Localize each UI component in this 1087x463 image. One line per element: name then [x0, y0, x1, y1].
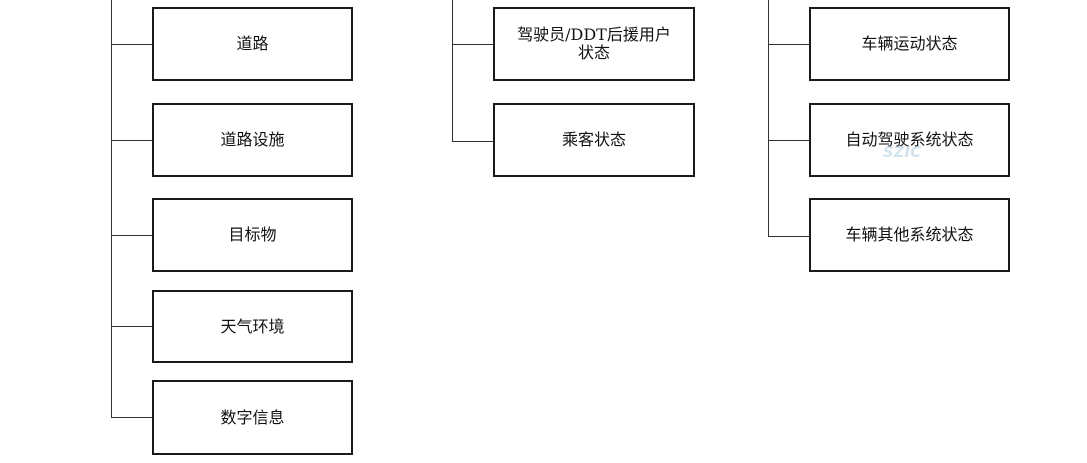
column-3-branch-3	[768, 236, 810, 237]
node-label: 车辆其他系统状态	[845, 225, 974, 244]
node-ads-state: 自动驾驶系统状态	[809, 103, 1010, 177]
column-3-trunk-line	[768, 0, 769, 237]
column-3-branch-1	[768, 44, 810, 45]
node-driver-ddt-fallback-state: 驾驶员/DDT后援用户状态	[493, 7, 695, 81]
node-digital-information: 数字信息	[152, 380, 353, 455]
column-1-trunk-line	[111, 0, 112, 418]
node-label: 道路	[236, 34, 269, 53]
column-1-branch-4	[111, 326, 153, 327]
node-label: 驾驶员/DDT后援用户状态	[517, 25, 671, 62]
column-3-branch-2	[768, 140, 810, 141]
node-weather-environment: 天气环境	[152, 290, 353, 363]
node-vehicle-motion-state: 车辆运动状态	[809, 7, 1010, 81]
node-label: 天气环境	[220, 316, 285, 336]
column-1-branch-5	[111, 417, 153, 418]
column-1-branch-1	[111, 44, 153, 45]
column-2-branch-1	[452, 44, 494, 45]
column-2-branch-2	[452, 141, 494, 142]
node-label: 道路设施	[220, 130, 285, 149]
node-passenger-state: 乘客状态	[493, 103, 695, 177]
node-label: 乘客状态	[561, 130, 626, 149]
node-label: 目标物	[228, 225, 277, 244]
node-target-objects: 目标物	[152, 198, 353, 272]
column-2-trunk-line	[452, 0, 453, 142]
watermark-text: SZIC	[882, 143, 922, 161]
node-label: 车辆运动状态	[861, 34, 958, 53]
column-1-branch-2	[111, 140, 153, 141]
column-1-branch-3	[111, 235, 153, 236]
node-label: 数字信息	[220, 407, 285, 427]
node-vehicle-other-systems-state: 车辆其他系统状态	[809, 198, 1010, 272]
watermark-logo: SZIC	[882, 134, 922, 170]
node-road-facilities: 道路设施	[152, 103, 353, 177]
node-road: 道路	[152, 7, 353, 81]
node-label: 自动驾驶系统状态	[845, 130, 974, 149]
